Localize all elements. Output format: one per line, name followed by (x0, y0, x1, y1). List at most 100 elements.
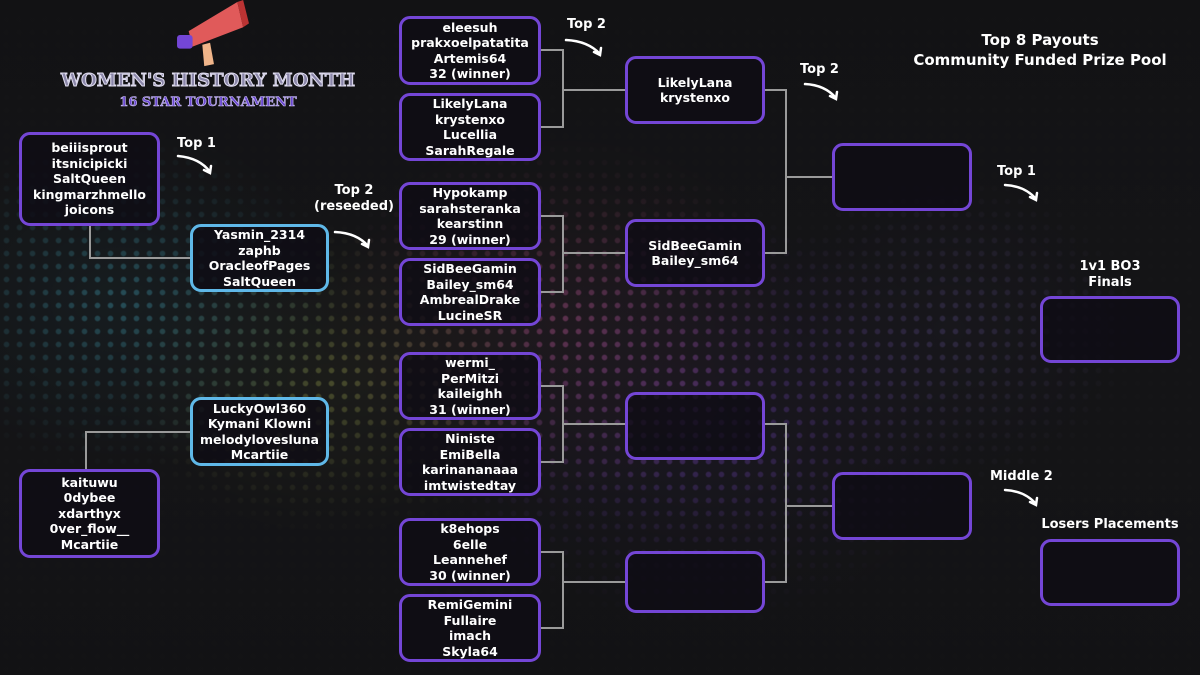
player-name: LucineSR (437, 307, 503, 323)
header-line-2: Community Funded Prize Pool (913, 51, 1167, 69)
player-name: Niniste (445, 431, 495, 446)
connector (765, 89, 832, 254)
tournament-logo: WOMEN'S HISTORY MONTH 16 STAR TOURNAMENT (58, 0, 358, 120)
player-name: 29 (winner) (429, 231, 511, 247)
player-name: Mcartiie (60, 536, 119, 552)
connector (541, 551, 625, 629)
player-name: krystenxo (659, 90, 731, 105)
player-name: LuckyOwl360 (212, 400, 307, 416)
arrow-icon (803, 82, 839, 101)
player-name: k8ehops (440, 521, 500, 536)
player-name: kaituwu (61, 474, 118, 490)
player-name: Hypokamp (432, 185, 508, 200)
player-name: Artemis64 (433, 50, 507, 66)
connector (89, 226, 190, 259)
player-name: 0ver_flow__ (49, 521, 130, 537)
label-line: 1v1 BO3 (1079, 259, 1141, 274)
header-title: Top 8 Payouts Community Funded Prize Poo… (900, 30, 1180, 70)
connector (541, 49, 625, 128)
player-name: Yasmin_2314 (213, 227, 306, 242)
player-name: SarahRegale (425, 142, 515, 158)
player-name: Skyla64 (442, 643, 498, 659)
logo-title: WOMEN'S HISTORY MONTH (60, 70, 356, 92)
player-name: zaphb (238, 242, 281, 258)
player-name: imtwistedtay (423, 477, 517, 493)
header-line-1: Top 8 Payouts (981, 31, 1099, 49)
player-name: itsnicipicki (51, 155, 128, 171)
label-middle2: Middle 2 (990, 469, 1053, 484)
match-box-round3-3 (625, 551, 765, 613)
player-name: Kymani Klowni (207, 416, 312, 431)
label-top2: Top 2 (567, 17, 606, 32)
player-name: Mcartiie (230, 447, 289, 462)
match-box-finals-0 (1040, 296, 1180, 363)
player-name: Bailey_sm64 (651, 253, 739, 268)
player-name: 6elle (452, 536, 488, 552)
arrow-icon (176, 154, 213, 175)
connector (541, 385, 625, 463)
player-name: prakxoelpatatita (411, 35, 529, 50)
connector (541, 215, 625, 293)
player-name: Fullaire (443, 612, 497, 628)
player-name: AmbrealDrake (419, 292, 521, 307)
player-name: PerMitzi (440, 370, 500, 386)
player-name: RemiGemini (427, 597, 513, 612)
arrow-icon (333, 230, 371, 249)
player-name: joicons (64, 202, 115, 218)
player-name: Lucellia (442, 127, 498, 142)
player-name: kingmarzhmello (33, 186, 146, 202)
match-box-round3-2 (625, 392, 765, 460)
player-name: 32 (winner) (429, 66, 511, 81)
player-name: 30 (winner) (429, 567, 511, 583)
player-name: Bailey_sm64 (426, 276, 514, 292)
label-line: Finals (1088, 275, 1132, 290)
label-top2-reseeded: Top 2(reseeded) (312, 183, 396, 215)
player-name: imach (448, 628, 492, 643)
player-name: SidBeeGamin (423, 261, 517, 276)
label-line: (reseeded) (314, 199, 394, 214)
label-losers-placements: Losers Placements (1041, 517, 1179, 532)
arrow-icon (1003, 488, 1039, 507)
player-name: EmiBella (439, 446, 501, 462)
player-name: SaltQueen (52, 171, 127, 187)
arrow-icon (564, 38, 603, 57)
match-box-round4-1 (832, 472, 972, 540)
player-name: sarahsteranka (419, 200, 521, 216)
player-name: melodylovesluna (200, 431, 319, 447)
player-name: OracleofPages (208, 258, 311, 273)
player-name: karinananaaa (421, 462, 519, 477)
player-name: 31 (winner) (429, 401, 511, 417)
label-top1: Top 1 (177, 136, 216, 151)
player-name: beiiisprout (51, 140, 128, 156)
connector (765, 423, 832, 583)
megaphone-icon (177, 0, 249, 67)
player-name: wermi_ (445, 355, 495, 370)
player-name: SaltQueen (222, 273, 297, 289)
player-name: SidBeeGamin (648, 237, 742, 253)
player-name: eleesuh (442, 19, 498, 35)
player-name: Leannehef (433, 552, 507, 567)
label-top1: Top 1 (997, 164, 1036, 179)
player-name: krystenxo (434, 111, 506, 127)
player-name: LikelyLana (432, 96, 508, 111)
player-name: 0dybee (63, 490, 116, 506)
connector (85, 431, 190, 469)
arrow-icon (1003, 183, 1039, 202)
match-box-round4-0 (832, 143, 972, 211)
player-name: LikelyLana (657, 74, 733, 90)
